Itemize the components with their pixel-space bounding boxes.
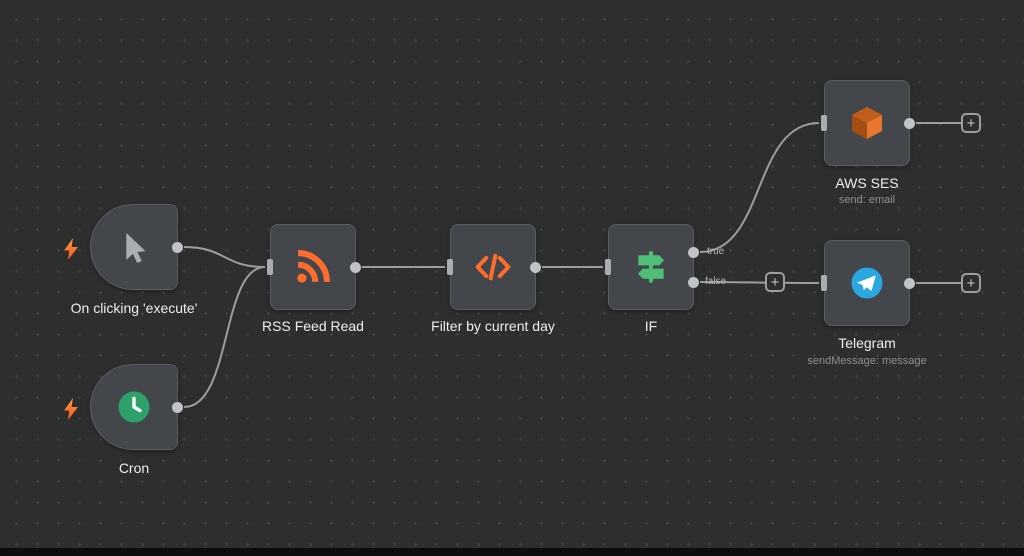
plus-icon: + (966, 274, 976, 292)
clock-icon (114, 387, 154, 427)
connection-execute-rss[interactable] (183, 246, 266, 268)
node-aws-ses[interactable] (821, 80, 915, 166)
node-cron[interactable] (90, 364, 183, 450)
aws-ses-icon (847, 103, 887, 143)
output-endpoint-true[interactable] (688, 247, 699, 258)
lightning-bolt-icon (63, 398, 79, 420)
node-label: Filter by current day (431, 318, 555, 334)
output-endpoint-false[interactable] (688, 277, 699, 288)
connection-if-true-awsses[interactable] (699, 122, 820, 253)
input-endpoint[interactable] (605, 259, 611, 275)
output-endpoint[interactable] (530, 261, 541, 273)
output-endpoint[interactable] (350, 261, 361, 273)
connection-cron-rss[interactable] (183, 266, 266, 408)
lightning-bolt-icon (63, 238, 79, 260)
output-port-label-true: true (707, 246, 725, 257)
node-filter-by-current-day[interactable] (447, 224, 541, 310)
input-endpoint[interactable] (821, 115, 827, 131)
input-endpoint[interactable] (267, 259, 273, 275)
add-node-button[interactable]: + (961, 273, 981, 293)
rss-icon (294, 248, 332, 286)
node-telegram[interactable] (821, 240, 915, 326)
plus-icon: + (966, 114, 976, 132)
plus-icon: + (770, 273, 780, 291)
connection-if-false-telegram[interactable] (699, 281, 820, 284)
code-icon (473, 247, 513, 287)
node-label: AWS SES (835, 175, 899, 191)
output-endpoint[interactable] (172, 401, 183, 413)
node-if[interactable] (605, 224, 699, 310)
bottom-edge (0, 548, 1024, 556)
add-node-button[interactable]: + (765, 272, 785, 292)
output-port-label-false: false (705, 276, 727, 287)
node-label: IF (644, 318, 658, 334)
signpost-icon (632, 248, 670, 286)
node-label: RSS Feed Read (262, 318, 364, 334)
input-endpoint[interactable] (821, 275, 827, 291)
output-endpoint[interactable] (172, 241, 183, 253)
node-rss-feed-read[interactable] (267, 224, 361, 310)
node-label: Telegram (838, 335, 896, 351)
node-label: Cron (118, 460, 150, 476)
input-endpoint[interactable] (447, 259, 453, 275)
node-label: On clicking 'execute' (70, 300, 198, 316)
cursor-icon (116, 228, 152, 266)
telegram-icon (847, 263, 887, 303)
node-sublabel: sendMessage: message (807, 355, 927, 367)
add-node-button[interactable]: + (961, 113, 981, 133)
node-sublabel: send: email (838, 194, 896, 206)
output-endpoint[interactable] (904, 277, 915, 289)
output-endpoint[interactable] (904, 117, 915, 129)
node-on-clicking-execute[interactable] (90, 204, 183, 290)
